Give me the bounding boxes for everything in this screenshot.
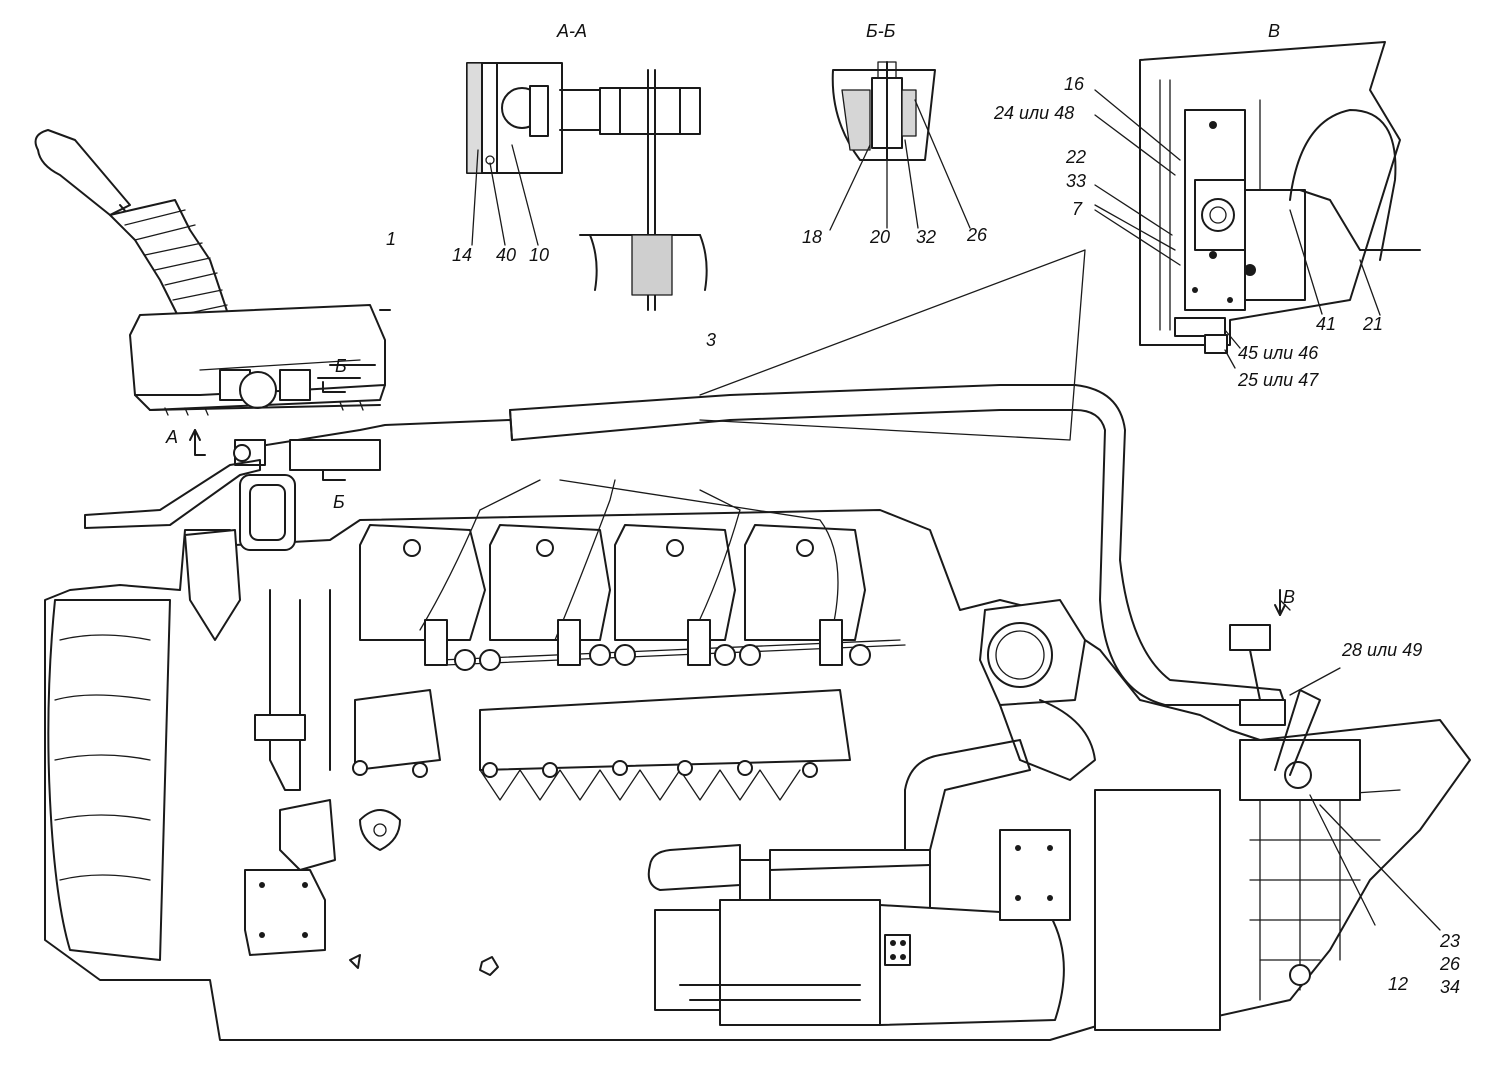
- callout-3: 3: [706, 330, 717, 350]
- callout-28-or-49: 28 или 49: [1342, 640, 1423, 660]
- callout-7: 7: [1072, 199, 1083, 219]
- callout-32: 32: [916, 227, 937, 247]
- callout-20: 20: [870, 227, 891, 247]
- callout-34: 34: [1440, 977, 1461, 997]
- callout-25-or-47: 25 или 47: [1238, 370, 1319, 390]
- section-cut-markers: [189, 381, 1286, 616]
- callout-33: 33: [1066, 171, 1087, 191]
- shift-rod-assembly: [84, 249, 1286, 706]
- callout-26-lower: 26: [1440, 954, 1461, 974]
- marker-b-bottom: Б: [333, 492, 345, 512]
- callout-40: 40: [496, 245, 517, 265]
- section-bb-detail: [829, 61, 971, 231]
- water-pump-flange: [904, 599, 1096, 861]
- callout-12: 12: [1388, 974, 1409, 994]
- callout-24-or-48: 24 или 48: [994, 103, 1075, 123]
- gear-shift-lever: [34, 129, 391, 416]
- callout-16: 16: [1064, 74, 1085, 94]
- manifold-bolts: [352, 760, 818, 778]
- callout-26: 26: [967, 225, 988, 245]
- marker-a: А: [166, 427, 179, 447]
- view-v-detail: [1094, 41, 1421, 369]
- callout-10: 10: [529, 245, 550, 265]
- callout-45-or-46: 45 или 46: [1238, 343, 1319, 363]
- starter-motor: [647, 844, 1065, 1026]
- callout-23: 23: [1440, 931, 1461, 951]
- callout-1: 1: [386, 229, 397, 249]
- callout-18: 18: [802, 227, 823, 247]
- callout-22: 22: [1066, 147, 1087, 167]
- marker-b-top: Б: [335, 356, 347, 376]
- view-v-title: В: [1268, 21, 1281, 41]
- section-bb-title: Б-Б: [866, 21, 896, 41]
- injector-row: [424, 619, 871, 671]
- callout-21: 21: [1363, 314, 1384, 334]
- marker-v: В: [1283, 587, 1296, 607]
- section-aa-detail: [466, 62, 708, 311]
- gearbox-housing: [999, 599, 1441, 1031]
- section-aa-title: А-А: [557, 21, 588, 41]
- callout-14: 14: [452, 245, 473, 265]
- callout-41: 41: [1316, 314, 1337, 334]
- engine-block: [44, 474, 1471, 1041]
